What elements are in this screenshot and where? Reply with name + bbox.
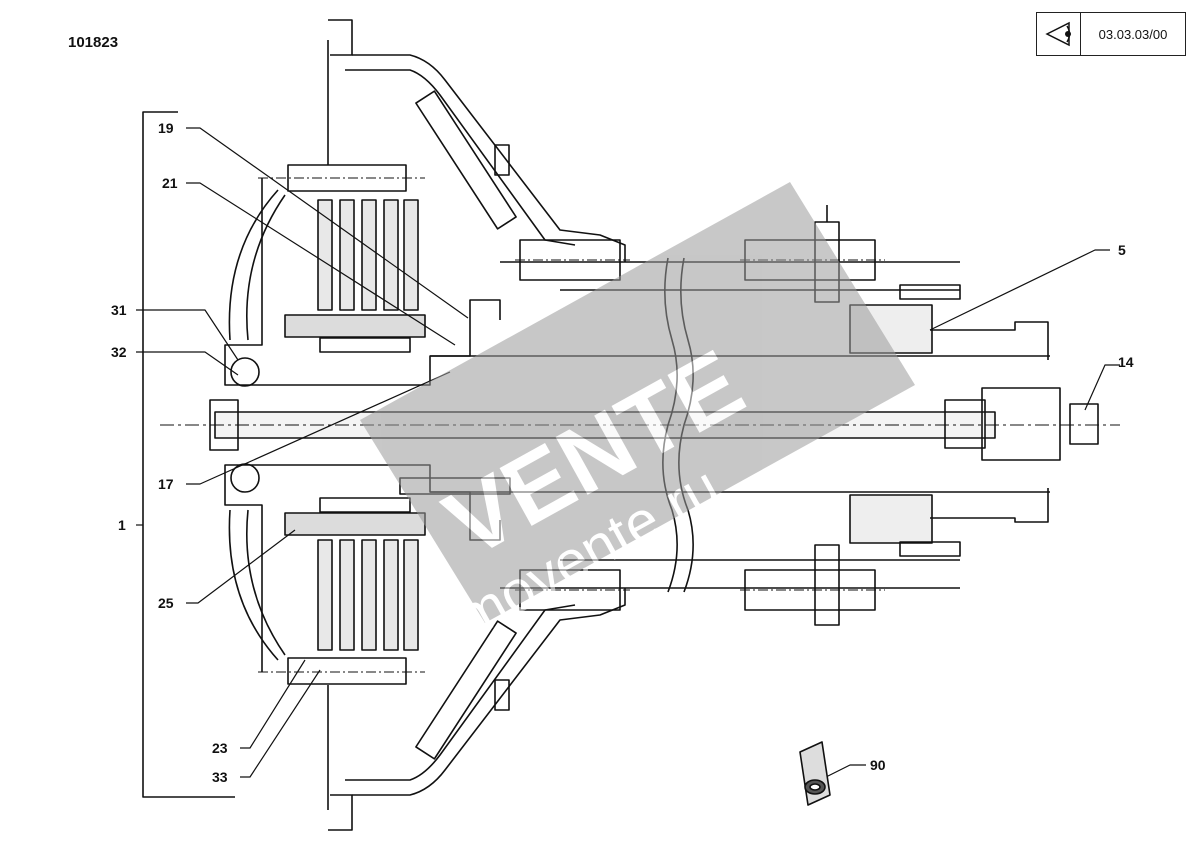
clutch-housing-bottom: [224, 463, 511, 685]
leader-lines: [136, 127, 1120, 781]
reference-code: 03.03.03/00: [1098, 26, 1168, 42]
carrier-flange-bottom: [327, 569, 630, 831]
callout-32: 32: [111, 344, 127, 360]
document-id: 101823: [68, 34, 119, 51]
group-bracket: [142, 111, 235, 798]
callout-23: 23: [212, 740, 228, 756]
watermark: VENTE movente.ru: [360, 182, 915, 651]
right-hub-bottom: [740, 488, 1049, 626]
callout-25: 25: [158, 595, 174, 611]
callout-33: 33: [212, 769, 228, 785]
callout-5: 5: [1118, 242, 1126, 258]
callout-14: 14: [1118, 354, 1134, 370]
reference-box: 03.03.03/00: [1036, 12, 1186, 56]
callout-19: 19: [158, 120, 174, 136]
callout-1: 1: [118, 517, 126, 533]
callout-90: 90: [870, 757, 886, 773]
callout-31: 31: [111, 302, 127, 318]
callout-17: 17: [158, 476, 174, 492]
kit-pouch-icon: [799, 741, 831, 806]
eye-view-icon: [1037, 13, 1081, 55]
carrier-flange-top: [327, 19, 630, 281]
clutch-housing-top: [224, 164, 501, 387]
callout-21: 21: [162, 175, 178, 191]
